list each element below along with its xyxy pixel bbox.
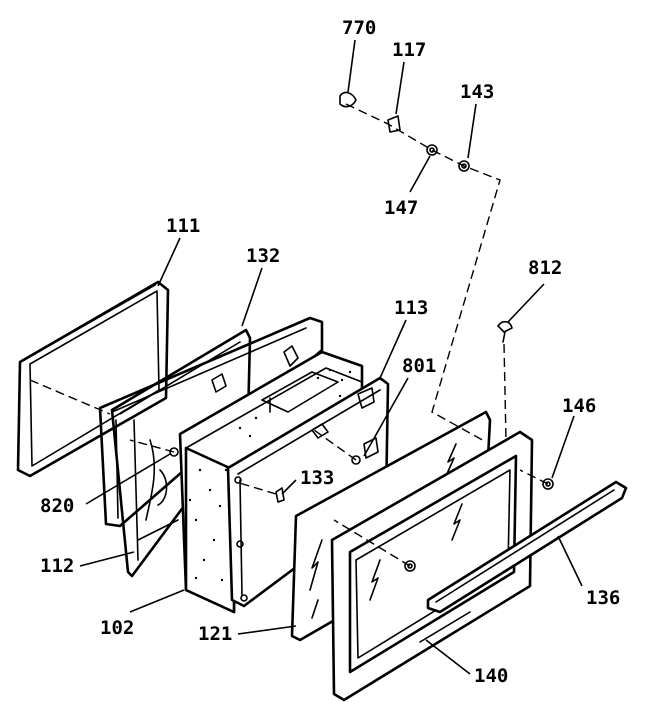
callout-113: 113	[394, 297, 428, 319]
leader-lines	[79, 39, 583, 675]
callout-102: 102	[100, 617, 134, 639]
part-117-hinge-bracket	[387, 115, 401, 133]
glass-stop-washer	[404, 560, 416, 572]
callout-132: 132	[246, 245, 280, 267]
part-801-clip	[351, 455, 361, 465]
callout-770: 770	[342, 17, 376, 39]
callout-146: 146	[562, 395, 596, 417]
callout-820: 820	[40, 495, 74, 517]
part-770-clip	[339, 91, 357, 108]
callout-143: 143	[460, 81, 494, 103]
callout-labels: 770 117 143 147 111 132 812 113 801 146 …	[40, 17, 620, 687]
insulation-speckle	[188, 368, 352, 582]
part-133-pin	[275, 487, 285, 503]
part-147-washer	[426, 144, 438, 156]
callout-111: 111	[166, 215, 200, 237]
part-812-screw	[497, 320, 513, 343]
part-136-door-handle	[426, 480, 628, 614]
part-146-washer	[542, 478, 554, 490]
callout-117: 117	[392, 39, 426, 61]
callout-121: 121	[198, 623, 232, 645]
assembly-lines	[29, 103, 549, 567]
callout-112: 112	[40, 555, 74, 577]
callout-133: 133	[300, 467, 334, 489]
callout-812: 812	[528, 257, 562, 279]
callout-140: 140	[474, 665, 508, 687]
callout-801: 801	[402, 355, 436, 377]
callout-136: 136	[586, 587, 620, 609]
part-132-gasket-frame	[98, 316, 324, 528]
part-111-back-panel	[16, 280, 170, 478]
part-143-washer	[458, 160, 470, 172]
callout-147: 147	[384, 197, 418, 219]
part-820-screw	[169, 447, 179, 457]
